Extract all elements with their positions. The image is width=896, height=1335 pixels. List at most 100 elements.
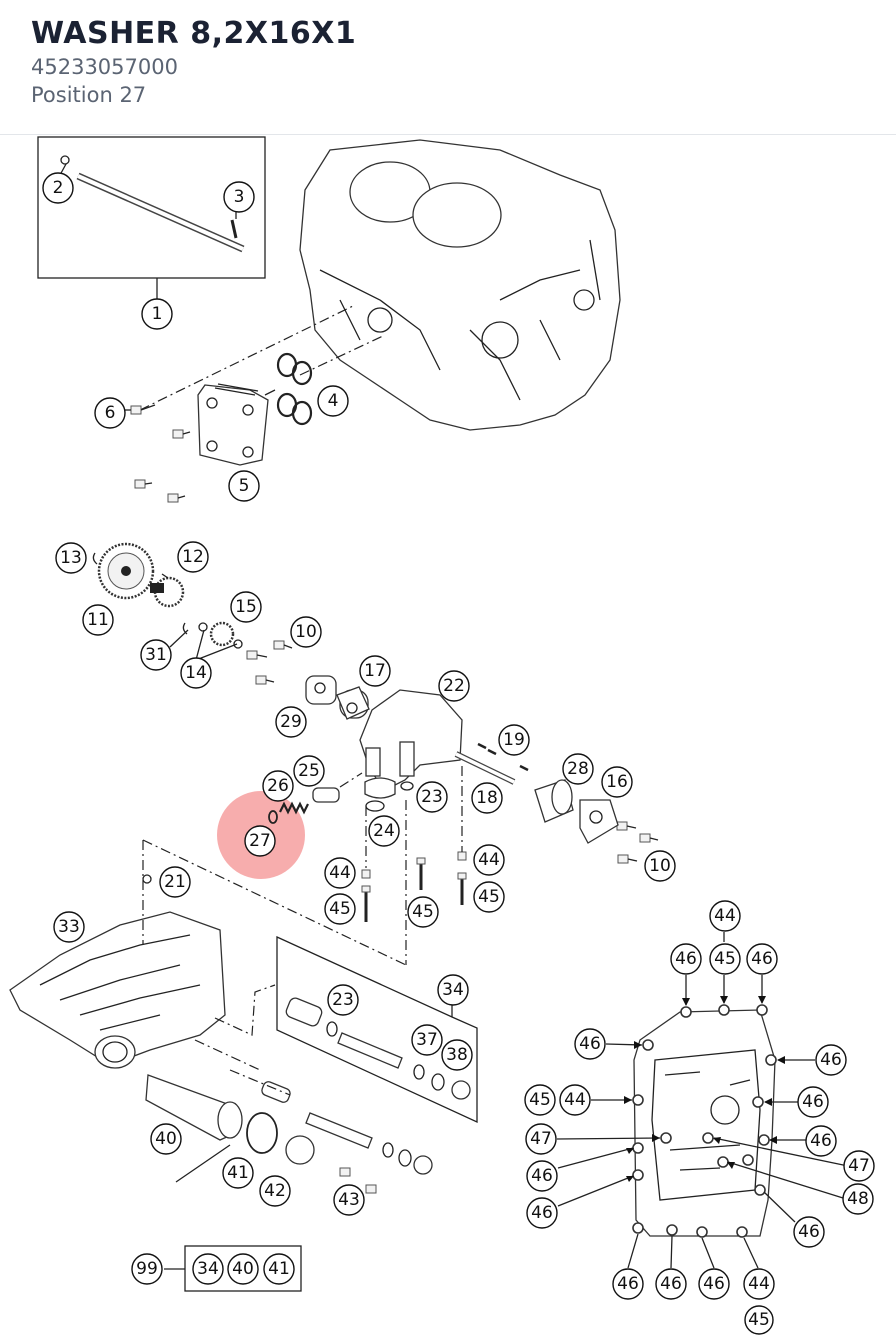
- callout-45[interactable]: 45: [324, 893, 356, 925]
- callout-12[interactable]: 12: [177, 541, 209, 573]
- callout-21[interactable]: 21: [159, 866, 191, 898]
- callout-40[interactable]: 40: [227, 1253, 259, 1285]
- svg-text:33: 33: [58, 917, 80, 937]
- callout-1[interactable]: 1: [141, 298, 173, 330]
- callout-18[interactable]: 18: [471, 782, 503, 814]
- callout-26[interactable]: 26: [262, 770, 294, 802]
- svg-text:10: 10: [295, 622, 317, 642]
- callout-6[interactable]: 6: [94, 397, 126, 429]
- exploded-parts-diagram[interactable]: 2 3 1 4 6 5 13 12 11 15 10 31 14 17 22 2…: [0, 135, 896, 1335]
- callout-44[interactable]: 44: [559, 1084, 591, 1116]
- svg-text:46: 46: [751, 949, 773, 969]
- callout-10[interactable]: 10: [644, 850, 676, 882]
- svg-text:46: 46: [660, 1274, 682, 1294]
- svg-text:34: 34: [442, 980, 464, 1000]
- callout-33[interactable]: 33: [53, 911, 85, 943]
- svg-text:99: 99: [136, 1259, 158, 1279]
- svg-text:6: 6: [105, 403, 116, 423]
- svg-text:40: 40: [155, 1129, 177, 1149]
- callout-24[interactable]: 24: [368, 815, 400, 847]
- callout-47[interactable]: 47: [525, 1123, 557, 1155]
- callout-42[interactable]: 42: [259, 1175, 291, 1207]
- callout-43[interactable]: 43: [333, 1184, 365, 1216]
- callout-40[interactable]: 40: [150, 1123, 182, 1155]
- callout-38[interactable]: 38: [441, 1039, 473, 1071]
- callout-34[interactable]: 34: [437, 974, 469, 1006]
- callout-46[interactable]: 46: [805, 1125, 837, 1157]
- svg-text:46: 46: [531, 1203, 553, 1223]
- callout-44[interactable]: 44: [743, 1268, 775, 1300]
- svg-text:46: 46: [703, 1274, 725, 1294]
- callout-31[interactable]: 31: [140, 639, 172, 671]
- callout-41[interactable]: 41: [222, 1157, 254, 1189]
- callout-25[interactable]: 25: [293, 755, 325, 787]
- callout-19[interactable]: 19: [498, 724, 530, 756]
- callout-99[interactable]: 99: [131, 1253, 163, 1285]
- oil-cooler: [197, 383, 269, 466]
- callout-13[interactable]: 13: [55, 542, 87, 574]
- svg-text:45: 45: [478, 887, 500, 907]
- callout-4[interactable]: 4: [317, 385, 349, 417]
- callout-46[interactable]: 46: [746, 943, 778, 975]
- svg-text:1: 1: [152, 304, 163, 324]
- callout-45[interactable]: 45: [473, 881, 505, 913]
- callout-37[interactable]: 37: [411, 1024, 443, 1056]
- callout-28[interactable]: 28: [562, 753, 594, 785]
- bolts-44-45: [361, 851, 467, 922]
- callout-2[interactable]: 2: [42, 172, 74, 204]
- callout-47[interactable]: 47: [843, 1150, 875, 1182]
- callout-45[interactable]: 45: [709, 943, 741, 975]
- callout-46[interactable]: 46: [698, 1268, 730, 1300]
- callout-45[interactable]: 45: [744, 1305, 774, 1335]
- svg-text:47: 47: [848, 1156, 870, 1176]
- svg-text:11: 11: [87, 610, 109, 630]
- callout-46[interactable]: 46: [526, 1197, 558, 1229]
- pressure-relief-valve: [268, 772, 363, 824]
- callout-34[interactable]: 34: [192, 1253, 224, 1285]
- callout-46[interactable]: 46: [670, 943, 702, 975]
- svg-text:29: 29: [280, 712, 302, 732]
- callout-46[interactable]: 46: [793, 1216, 825, 1248]
- svg-text:10: 10: [649, 856, 671, 876]
- callout-46[interactable]: 46: [526, 1160, 558, 1192]
- callout-29[interactable]: 29: [275, 706, 307, 738]
- svg-text:41: 41: [227, 1163, 249, 1183]
- callout-16[interactable]: 16: [601, 766, 633, 798]
- callout-46[interactable]: 46: [797, 1086, 829, 1118]
- callout-23[interactable]: 23: [327, 984, 359, 1016]
- callout-23[interactable]: 23: [416, 781, 448, 813]
- callout-11[interactable]: 11: [82, 604, 114, 636]
- callout-15[interactable]: 15: [230, 591, 262, 623]
- callout-46[interactable]: 46: [574, 1028, 606, 1060]
- callout-46[interactable]: 46: [815, 1044, 847, 1076]
- callout-5[interactable]: 5: [228, 470, 260, 502]
- callout-44[interactable]: 44: [324, 857, 356, 889]
- callout-46[interactable]: 46: [612, 1268, 644, 1300]
- svg-text:46: 46: [798, 1222, 820, 1242]
- callout-44[interactable]: 44: [473, 844, 505, 876]
- callout-46[interactable]: 46: [655, 1268, 687, 1300]
- part-header: WASHER 8,2X16X1 45233057000 Position 27: [0, 0, 896, 135]
- svg-text:44: 44: [748, 1274, 770, 1294]
- svg-text:44: 44: [478, 850, 500, 870]
- callout-22[interactable]: 22: [438, 670, 470, 702]
- callout-45[interactable]: 45: [407, 896, 439, 928]
- callout-45[interactable]: 45: [524, 1084, 556, 1116]
- leader-lines: [556, 932, 849, 1269]
- callout-41[interactable]: 41: [263, 1253, 295, 1285]
- callout-14[interactable]: 14: [180, 657, 212, 689]
- callout-3[interactable]: 3: [223, 181, 255, 213]
- callout-48[interactable]: 48: [842, 1183, 874, 1215]
- leader-arrows: [624, 996, 785, 1182]
- svg-text:4: 4: [328, 391, 339, 411]
- svg-text:48: 48: [847, 1189, 869, 1209]
- svg-text:25: 25: [298, 761, 320, 781]
- callout-17[interactable]: 17: [359, 655, 391, 687]
- callout-10[interactable]: 10: [290, 616, 322, 648]
- callout-44[interactable]: 44: [709, 900, 741, 932]
- svg-text:46: 46: [820, 1050, 842, 1070]
- callout-27[interactable]: 27: [244, 825, 276, 857]
- svg-text:14: 14: [185, 663, 207, 683]
- svg-text:45: 45: [748, 1310, 770, 1330]
- filter-kit-34: [276, 935, 478, 1124]
